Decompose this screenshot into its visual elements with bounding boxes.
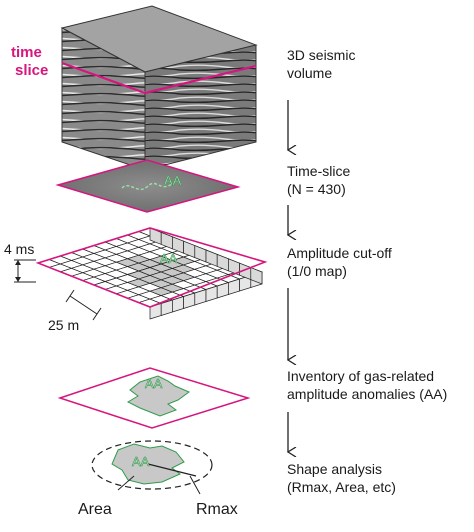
grid-aa-tag: AA — [160, 251, 178, 266]
rmax-pointer — [189, 475, 201, 495]
slice-aa-tag: AA — [164, 173, 182, 188]
time-slice-plane: AA — [55, 159, 241, 213]
grid-outline — [35, 227, 268, 308]
seismic-cube — [60, 5, 258, 171]
cutoff-grid: AA — [35, 227, 268, 320]
inventory-plane: AA — [57, 367, 251, 429]
rmax-label: Rmax — [196, 501, 238, 518]
anomaly-outline — [121, 182, 173, 191]
step-slice-line2: (N = 430) — [287, 181, 346, 197]
bounding-ellipse — [91, 440, 213, 490]
m-label: 25 m — [48, 317, 79, 333]
step-slice-line1: Time-slice — [287, 163, 350, 179]
rmax-line — [147, 463, 197, 477]
step-inventory-line2: amplitude anomalies (AA) — [287, 386, 447, 402]
area-pointer — [117, 475, 135, 491]
ms-label: 4 ms — [4, 241, 34, 257]
step-shape-line2: (Rmax, Area, etc) — [287, 479, 396, 495]
shape-analysis: AA — [91, 440, 213, 495]
time-slice-label-line1: time — [11, 44, 42, 61]
step-shape-line1: Shape analysis — [287, 461, 382, 477]
step-cutoff-line1: Amplitude cut-off — [287, 245, 392, 261]
grid-side-cell — [250, 267, 263, 285]
step-inventory-line1: Inventory of gas-related — [287, 368, 434, 384]
m-dimension — [65, 289, 102, 321]
step-volume-line2: volume — [287, 65, 332, 81]
inventory-anomaly — [126, 375, 191, 417]
area-label: Area — [78, 501, 112, 518]
step-cutoff-line2: (1/0 map) — [287, 263, 347, 279]
time-slice-label-line2: slice — [15, 62, 48, 79]
time-slice-line — [61, 61, 257, 95]
ms-dimension — [14, 259, 36, 283]
inventory-aa-tag: AA — [145, 376, 163, 391]
step-volume-line1: 3D seismic — [287, 47, 355, 63]
shape-aa-tag: AA — [132, 454, 150, 469]
